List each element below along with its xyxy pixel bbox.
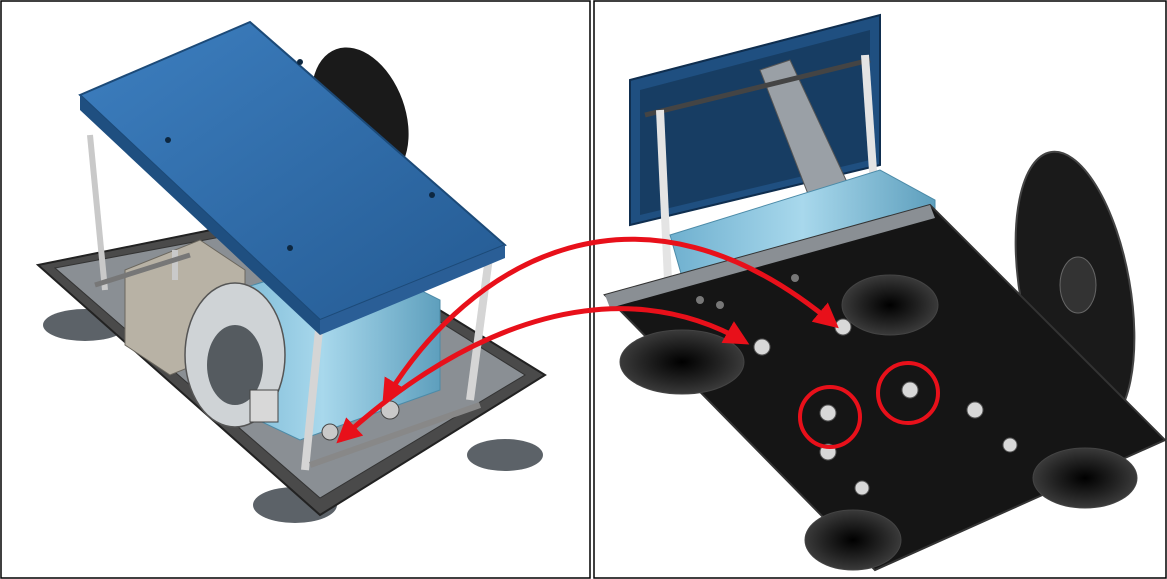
screw-hole xyxy=(716,301,724,309)
nut xyxy=(966,401,984,419)
suction-cup xyxy=(467,439,543,471)
nut xyxy=(834,318,852,336)
right-assembly xyxy=(603,13,1167,572)
screw-hole xyxy=(696,296,704,304)
suction-cup xyxy=(841,274,939,336)
screw-hole xyxy=(287,245,293,251)
suction-cup xyxy=(1032,447,1138,509)
pivot-shaft xyxy=(644,57,871,118)
nut xyxy=(753,338,771,356)
blue-top-plate-edge xyxy=(80,95,320,335)
bracket xyxy=(249,389,279,423)
nut xyxy=(1002,437,1018,453)
highlight-circle xyxy=(876,361,940,425)
suction-cup xyxy=(619,329,745,395)
pulley-hub xyxy=(1059,256,1097,314)
screw-hole xyxy=(429,192,435,198)
column xyxy=(656,109,672,281)
column xyxy=(87,134,108,291)
callouts xyxy=(336,236,940,449)
base-plate-edge xyxy=(605,205,935,308)
nut xyxy=(819,404,837,422)
screw-hole xyxy=(791,274,799,282)
connection-arrow xyxy=(336,306,750,444)
nut xyxy=(901,381,919,399)
column xyxy=(301,319,324,471)
nut xyxy=(854,480,870,496)
rod xyxy=(94,252,191,288)
screw-hole xyxy=(297,59,303,65)
blue-top-plate-edge xyxy=(320,245,505,335)
mount-nut xyxy=(321,423,339,441)
screw-hole xyxy=(165,137,171,143)
suction-cup xyxy=(804,509,902,571)
motor-clamp xyxy=(207,325,263,405)
